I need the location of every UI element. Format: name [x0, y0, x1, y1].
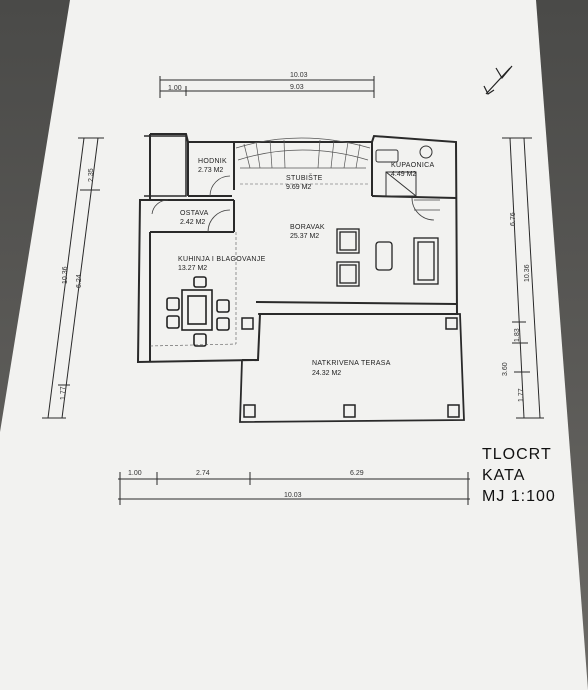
room-terasa-area: 24.32 M2	[312, 370, 342, 377]
dim-bottom-b: 2.74	[196, 470, 210, 477]
dim-bottom-a: 1.00	[128, 470, 142, 477]
room-hodnik-area: 2.73 M2	[198, 167, 224, 174]
dimension-lines	[42, 76, 544, 505]
dim-top-total: 10.03	[290, 72, 308, 79]
title-scale: MJ 1:100	[482, 488, 556, 505]
dim-left-c: 1.77	[60, 386, 67, 400]
title-line-2: KATA	[482, 467, 526, 484]
doors	[151, 175, 440, 233]
dim-bottom-total: 10.03	[284, 492, 302, 499]
room-terasa-name: NATKRIVENA TERASA	[312, 360, 391, 367]
room-boravak-area: 25.37 M2	[290, 233, 320, 240]
dining-table-set	[166, 276, 230, 347]
dim-top-left: 1.00	[168, 85, 182, 92]
terrace-columns	[241, 317, 460, 418]
dim-right-b: 1.83	[514, 328, 521, 342]
dim-left-total: 10.36	[62, 266, 69, 284]
hidden-lines	[149, 183, 368, 347]
room-kupaonica-name: KUPAONICA	[391, 162, 435, 169]
dim-left-a: 2.35	[88, 168, 95, 182]
dim-top-right: 9.03	[290, 84, 304, 91]
title-line-1: TLOCRT	[482, 446, 552, 463]
dim-right-a: 6.76	[510, 212, 517, 226]
staircase	[235, 137, 371, 169]
dim-right-c: 3.60	[502, 362, 509, 376]
room-hodnik-name: HODNIK	[198, 158, 228, 165]
bathroom-fixtures	[375, 145, 433, 197]
living-furniture	[336, 228, 439, 287]
dim-right-total: 10.36	[524, 264, 531, 282]
dim-bottom-c: 6.29	[350, 470, 364, 477]
room-kuhinja-area: 13.27 M2	[178, 265, 208, 272]
room-stubiste-area: 9.69 M2	[286, 184, 312, 191]
dim-right-d: 1.77	[518, 388, 525, 402]
room-stubiste-name: STUBIŠTE	[286, 175, 323, 182]
room-boravak-name: BORAVAK	[290, 224, 325, 231]
dim-left-b: 6.24	[76, 274, 83, 288]
room-ostava-area: 2.42 M2	[180, 219, 206, 226]
north-arrow-icon	[483, 65, 513, 95]
room-ostava-name: OSTAVA	[180, 210, 209, 217]
room-kuhinja-name: KUHINJA I BLAGOVANJE	[178, 256, 266, 263]
room-kupaonica-area: 4.49 M2	[391, 171, 417, 178]
